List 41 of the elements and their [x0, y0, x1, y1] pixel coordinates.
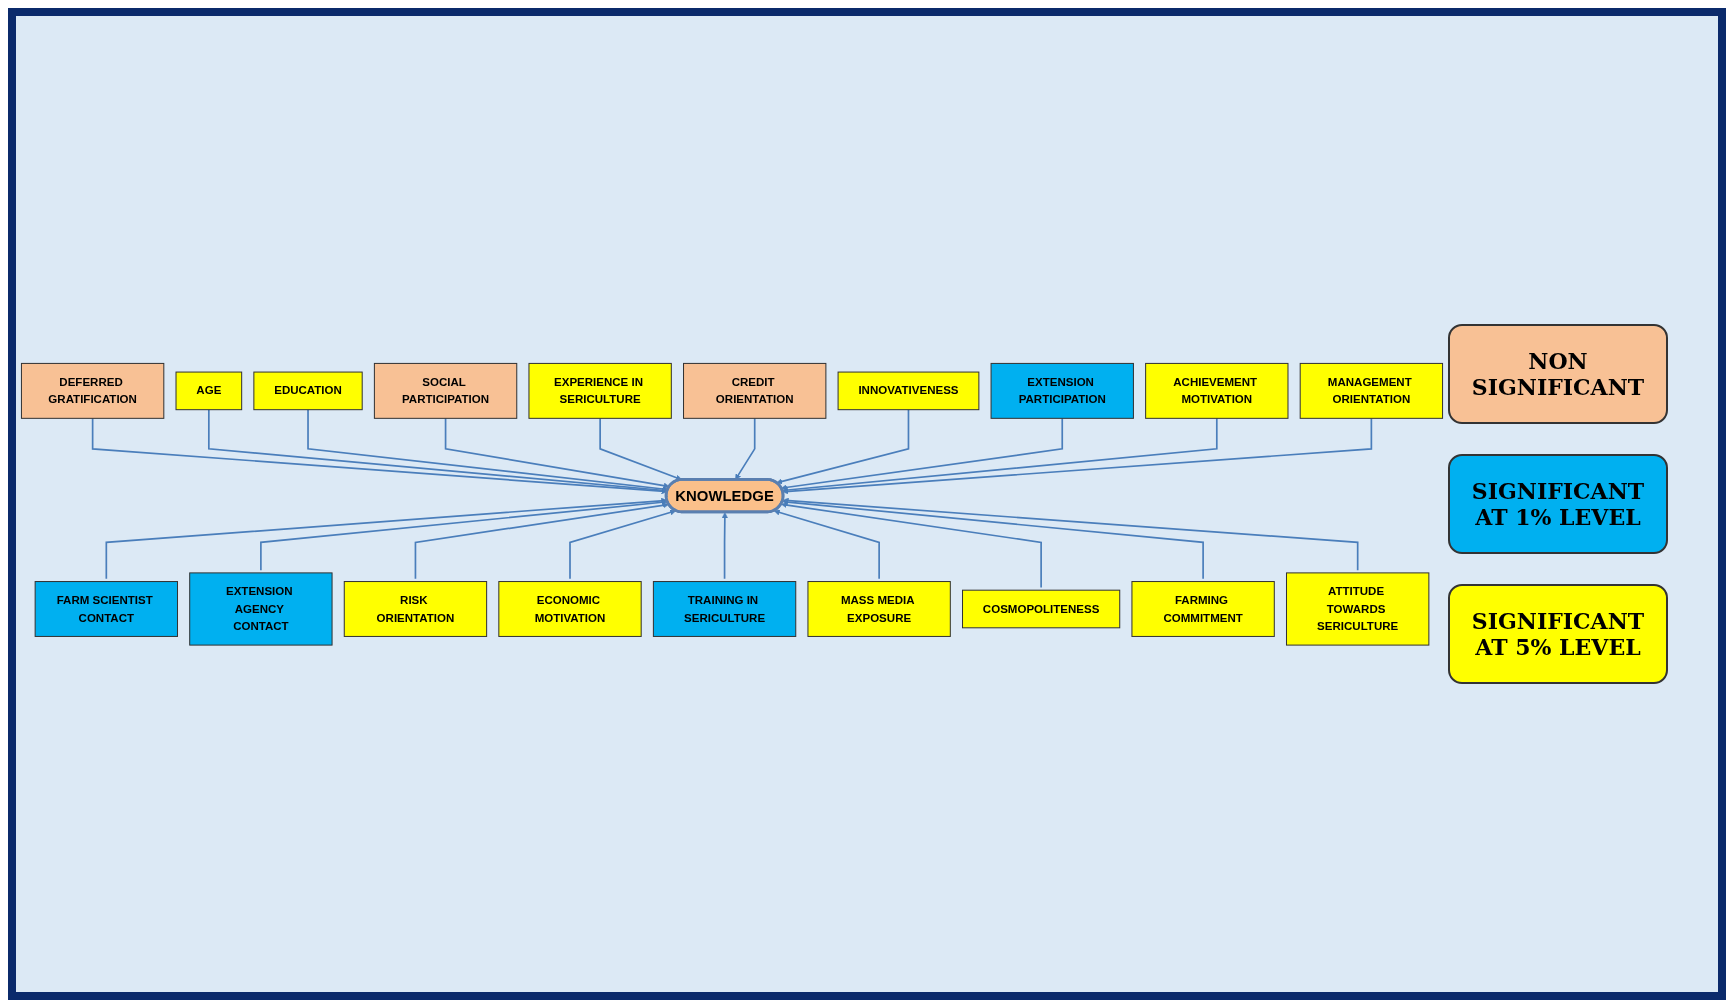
legend-swatch: SIGNIFICANT AT 5% LEVEL [1448, 584, 1668, 684]
arrow [735, 417, 756, 480]
arrow [444, 417, 670, 489]
arrow [782, 498, 1204, 580]
arrow [781, 501, 1042, 589]
arrow [599, 417, 682, 481]
node-box: EXTENSION AGENCY CONTACT [189, 572, 333, 646]
arrow [414, 502, 669, 580]
arrow [105, 497, 668, 580]
legend-swatch: NON SIGNIFICANT [1448, 324, 1668, 424]
node-box: COSMOPOLITENESS [962, 589, 1121, 629]
arrow [776, 408, 910, 485]
arrow [569, 509, 676, 580]
node-box: FARM SCIENTIST CONTACT [34, 580, 178, 637]
node-box: INNOVATIVENESS [837, 371, 980, 410]
node-box: FARMING COMMITMENT [1131, 580, 1275, 637]
node-box: ECONOMIC MOTIVATION [498, 580, 642, 637]
arrow [721, 511, 728, 580]
node-box: MASS MEDIA EXPOSURE [807, 580, 951, 637]
node-box: ACHIEVEMENT MOTIVATION [1145, 362, 1289, 419]
arrow [307, 408, 669, 492]
node-box: MANAGEMENT ORIENTATION [1299, 362, 1444, 419]
arrow [260, 499, 668, 571]
arrow [208, 408, 668, 493]
arrow [782, 417, 1373, 495]
arrow [782, 497, 1359, 571]
node-box: EXPERIENCE IN SERICULTURE [528, 362, 672, 419]
node-box: EDUCATION [253, 371, 363, 410]
node-box: TRAINING IN SERICULTURE [652, 580, 797, 637]
arrow [773, 509, 880, 580]
arrow [782, 417, 1218, 493]
node-box: SOCIAL PARTICIPATION [373, 362, 518, 419]
legend-swatch: SIGNIFICANT AT 1% LEVEL [1448, 454, 1668, 554]
node-box: CREDIT ORIENTATION [683, 362, 827, 419]
node-box: ATTITUDE TOWARDS SERICULTURE [1286, 572, 1430, 646]
arrow [91, 417, 668, 494]
node-box: DEFERRED GRATIFICATION [20, 362, 165, 419]
node-box: EXTENSION PARTICIPATION [990, 362, 1134, 419]
arrow [781, 417, 1064, 491]
node-box: AGE [175, 371, 243, 410]
node-box: RISK ORIENTATION [343, 580, 488, 637]
